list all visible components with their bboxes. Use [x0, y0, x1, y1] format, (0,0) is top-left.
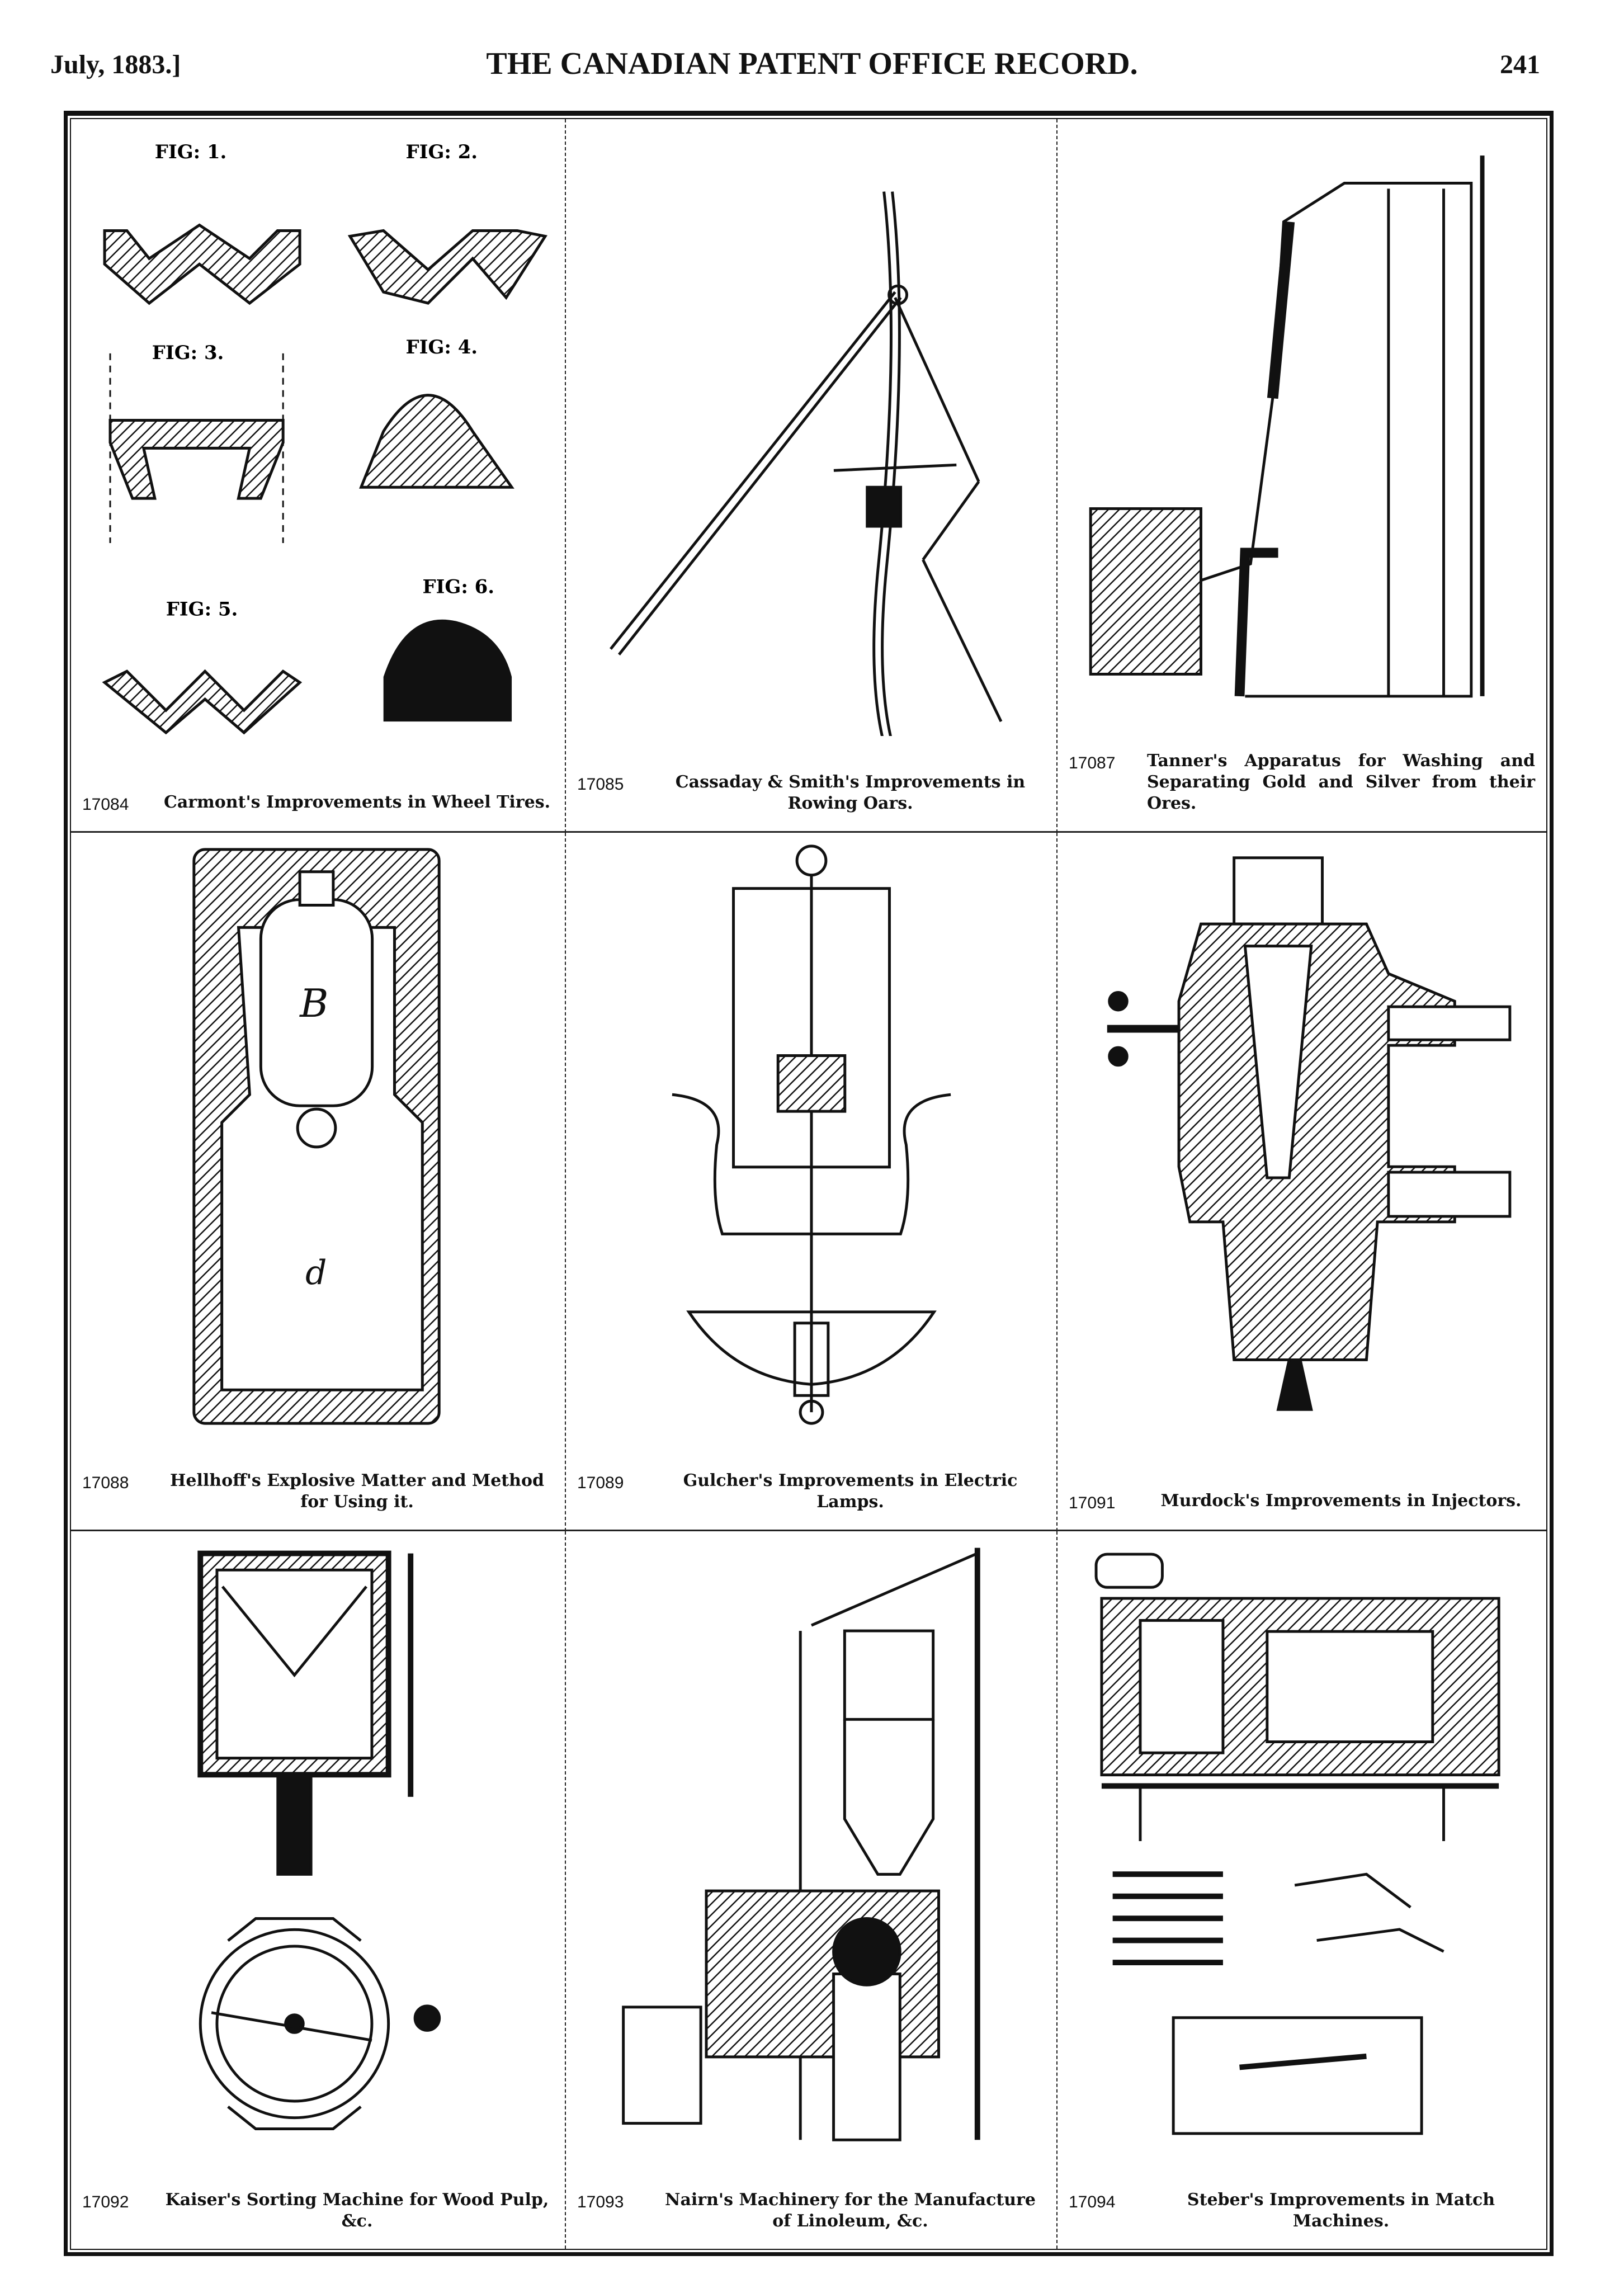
patent-17089: 17089 Gulcher's Improvements in Electric …	[566, 833, 1058, 1531]
patent-17088: B d 17088 Hellhoff's Explosive Matter and…	[71, 833, 566, 1531]
linoleum-machinery-drawing	[622, 1547, 980, 2141]
fig-5-label: FIG: 5.	[166, 598, 238, 620]
ore-washing-apparatus-drawing	[1089, 155, 1485, 698]
match-machine-drawing	[1094, 1553, 1500, 2135]
patent-title: Murdock's Improvements in Injectors.	[1160, 1491, 1522, 1511]
patent-17094: 17094 Steber's Improvements in Match Mach…	[1058, 1531, 1546, 2249]
electric-lamp-drawing	[672, 844, 951, 1425]
patent-17091: 17091 Murdock's Improvements in Injectors…	[1058, 833, 1546, 1531]
patent-17085: 17085 Cassaday & Smith's Improvements in …	[566, 119, 1058, 833]
svg-text:B: B	[299, 981, 328, 1026]
svg-text:d: d	[305, 1254, 327, 1292]
patent-title: Tanner's Apparatus for Washing and Separ…	[1147, 751, 1535, 813]
patent-number: 17091	[1069, 1494, 1116, 1512]
header-date: July, 1883.]	[50, 50, 181, 79]
page-title: THE CANADIAN PATENT OFFICE RECORD.	[486, 46, 1138, 81]
patent-number: 17088	[82, 1474, 129, 1492]
explosive-container-drawing: B d	[192, 848, 441, 1425]
patent-title: Hellhoff's Explosive Matter and Method f…	[170, 1471, 544, 1512]
patent-17087: 17087 Tanner's Apparatus for Washing and …	[1058, 119, 1546, 833]
rowing-oar-drawing	[610, 191, 1003, 736]
fig-2-label: FIG: 2.	[406, 140, 478, 163]
patent-plate-frame: FIG: 1. FIG: 2. FIG: 3. FIG: 4. FIG: 5. …	[64, 111, 1554, 2256]
patent-number: 17094	[1069, 2193, 1116, 2211]
patent-number: 17087	[1069, 754, 1116, 772]
patent-title: Carmont's Improvements in Wheel Tires.	[163, 792, 551, 812]
fig-6-label: FIG: 6.	[422, 575, 494, 598]
patent-title: Steber's Improvements in Match Machines.	[1187, 2190, 1495, 2231]
patent-number: 17089	[577, 1474, 624, 1492]
patent-title: Nairn's Machinery for the Manufacture of…	[665, 2190, 1036, 2231]
patent-number: 17092	[82, 2193, 129, 2211]
patent-title: Kaiser's Sorting Machine for Wood Pulp, …	[165, 2190, 549, 2231]
wood-pulp-sorting-machine-drawing	[197, 1550, 441, 2130]
patent-title: Gulcher's Improvements in Electric Lamps…	[683, 1471, 1018, 1512]
injector-drawing	[1107, 856, 1512, 1411]
patent-number: 17085	[577, 775, 624, 794]
patent-17092: 17092 Kaiser's Sorting Machine for Wood P…	[71, 1531, 566, 2249]
patent-17093: 17093 Nairn's Machinery for the Manufactu…	[566, 1531, 1058, 2249]
patent-17084: FIG: 1. FIG: 2. FIG: 3. FIG: 4. FIG: 5. …	[71, 119, 566, 833]
fig-4-label: FIG: 4.	[406, 336, 478, 358]
fig-3-label: FIG: 3.	[152, 341, 224, 364]
page-number: 241	[1500, 50, 1540, 79]
wheel-tire-figures: FIG: 1. FIG: 2. FIG: 3. FIG: 4. FIG: 5. …	[102, 140, 547, 735]
patent-title: Cassaday & Smith's Improvements in Rowin…	[675, 772, 1026, 813]
fig-1-label: FIG: 1.	[155, 140, 227, 163]
patent-number: 17084	[82, 795, 129, 814]
patent-number: 17093	[577, 2193, 624, 2211]
